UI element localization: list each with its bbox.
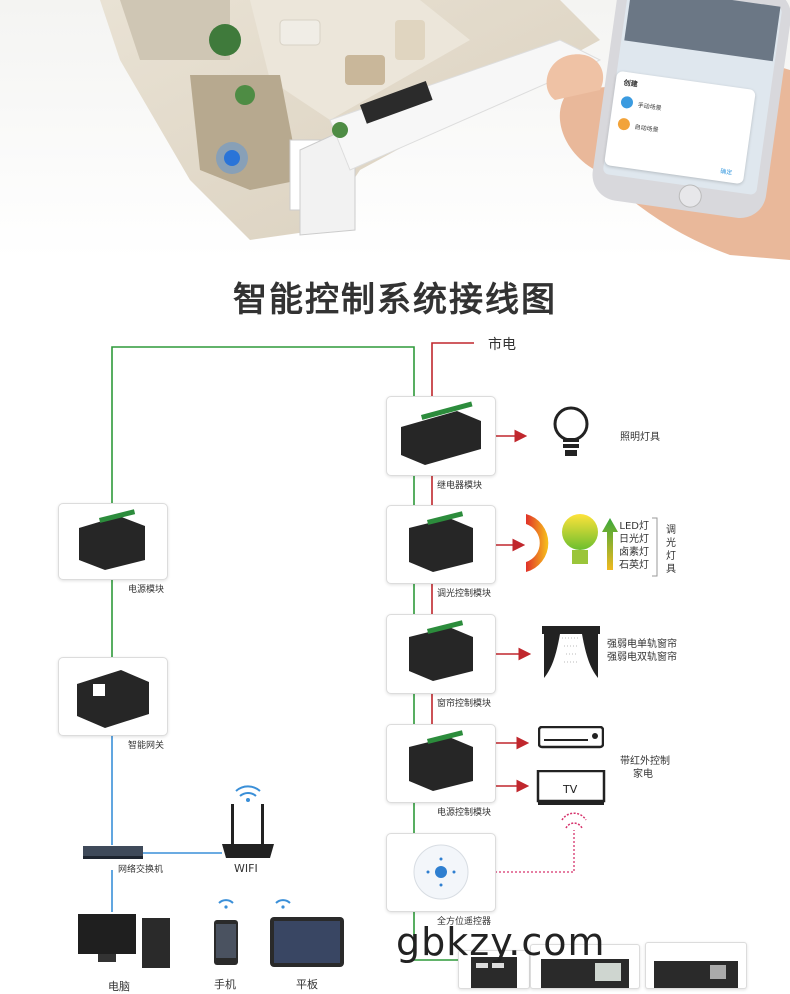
relay-module-box[interactable] bbox=[386, 396, 496, 476]
curtain-module-icon bbox=[409, 620, 473, 681]
dim-lamp-1: 日光灯 bbox=[619, 534, 649, 545]
wifi-router-icon bbox=[222, 785, 274, 858]
pc-label: 电脑 bbox=[108, 980, 130, 993]
ir-output-label-1: 带红外控制 bbox=[620, 756, 670, 767]
ir-output-label-2: 家电 bbox=[633, 769, 653, 780]
power-module-label: 电源模块 bbox=[128, 585, 165, 595]
power-module-box[interactable] bbox=[58, 503, 168, 580]
socket-panel-icon bbox=[654, 961, 738, 988]
dimmer-module-icon bbox=[409, 511, 473, 572]
bottom-panel-1 bbox=[458, 950, 530, 989]
gateway-box[interactable] bbox=[58, 657, 168, 736]
tv-label: TV bbox=[563, 783, 578, 796]
switch-label: 网络交换机 bbox=[118, 865, 164, 875]
mobile-label: 手机 bbox=[214, 978, 236, 991]
green-bus-line bbox=[111, 346, 460, 961]
bottom-panel-3 bbox=[645, 942, 747, 989]
curtain-module-box[interactable] bbox=[386, 614, 496, 694]
hero-illustration: 创建 手动场景 自动场景 确定 bbox=[0, 0, 790, 260]
ir-signal-icon bbox=[561, 812, 587, 829]
mobile-icon bbox=[214, 899, 238, 965]
power-module-icon bbox=[79, 509, 145, 570]
air-conditioner-icon bbox=[538, 726, 604, 749]
curtain-icon bbox=[542, 626, 600, 678]
dimmer-lamps-icon bbox=[526, 514, 618, 572]
dim-bracket bbox=[652, 517, 658, 577]
dimmer-module-label: 调光控制模块 bbox=[437, 589, 492, 599]
switch-panel-icon bbox=[471, 957, 517, 988]
gateway-label: 智能网关 bbox=[128, 741, 165, 751]
remote-box[interactable] bbox=[386, 833, 496, 912]
network-switch-icon bbox=[83, 846, 143, 859]
ir-dotted-line bbox=[495, 830, 575, 873]
diagram-title: 智能控制系统接线图 bbox=[233, 280, 557, 320]
dim-lamp-list: LED灯 日光灯 卤素灯 石英灯 bbox=[617, 520, 649, 572]
dim-lamp-2: 卤素灯 bbox=[619, 547, 649, 558]
dim-lamp-0: LED灯 bbox=[619, 521, 649, 532]
dim-group-label: 调光灯具 bbox=[666, 525, 676, 575]
power-control-module-icon bbox=[409, 730, 473, 791]
watermark-text: gbkzy.com bbox=[396, 920, 606, 964]
power-control-module-box[interactable] bbox=[386, 724, 496, 803]
mains-line bbox=[431, 342, 474, 396]
gateway-icon bbox=[77, 670, 149, 728]
relay-module-label: 继电器模块 bbox=[437, 481, 483, 491]
tablet-label: 平板 bbox=[296, 978, 318, 991]
curtain-output-label-2: 强弱电双轨窗帘 bbox=[607, 652, 677, 663]
mains-label: 市电 bbox=[488, 337, 516, 353]
wifi-label: WIFI bbox=[234, 862, 258, 875]
remote-icon bbox=[413, 844, 469, 900]
light-bulb-icon bbox=[553, 406, 589, 456]
curtain-output-label-1: 强弱电单轨窗帘 bbox=[607, 639, 677, 650]
dimmer-module-box[interactable] bbox=[386, 505, 496, 584]
remote-label: 全方位遥控器 bbox=[437, 917, 492, 927]
tablet-icon bbox=[270, 899, 344, 967]
bottom-panel-2 bbox=[530, 944, 640, 989]
dim-lamp-3: 石英灯 bbox=[619, 560, 649, 571]
pc-icon bbox=[78, 914, 170, 968]
tv-icon bbox=[536, 770, 606, 805]
floorplan-render bbox=[100, 0, 602, 240]
touch-panel-icon bbox=[541, 959, 629, 988]
curtain-module-label: 窗帘控制模块 bbox=[437, 699, 492, 709]
lighting-label: 照明灯具 bbox=[620, 432, 660, 443]
power-control-module-label: 电源控制模块 bbox=[437, 808, 492, 818]
relay-module-icon bbox=[401, 401, 481, 465]
